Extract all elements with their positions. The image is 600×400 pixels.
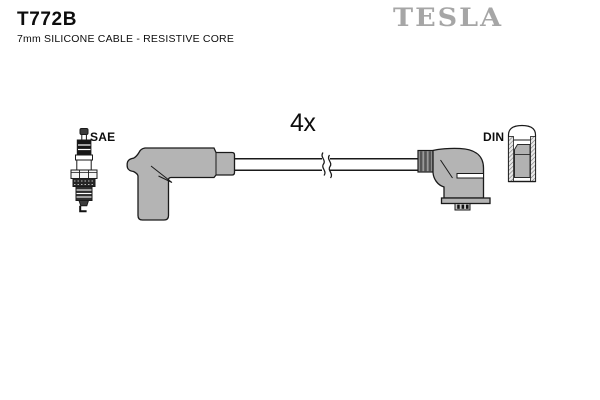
plug-boot-left-icon bbox=[126, 147, 236, 221]
quantity-label: 4x bbox=[290, 109, 316, 137]
cable-break-icon bbox=[321, 152, 333, 179]
part-number: T772B bbox=[17, 9, 78, 30]
sae-label: SAE bbox=[90, 130, 116, 144]
brand-logo: TESLA bbox=[393, 4, 504, 33]
din-label: DIN bbox=[483, 130, 505, 144]
product-subtitle: 7mm SILICONE CABLE - RESISTIVE CORE bbox=[17, 33, 235, 45]
plug-boot-right-icon bbox=[417, 147, 491, 211]
cable bbox=[234, 158, 418, 172]
din-terminal-icon bbox=[507, 124, 537, 183]
spark-plug-icon bbox=[70, 128, 98, 213]
